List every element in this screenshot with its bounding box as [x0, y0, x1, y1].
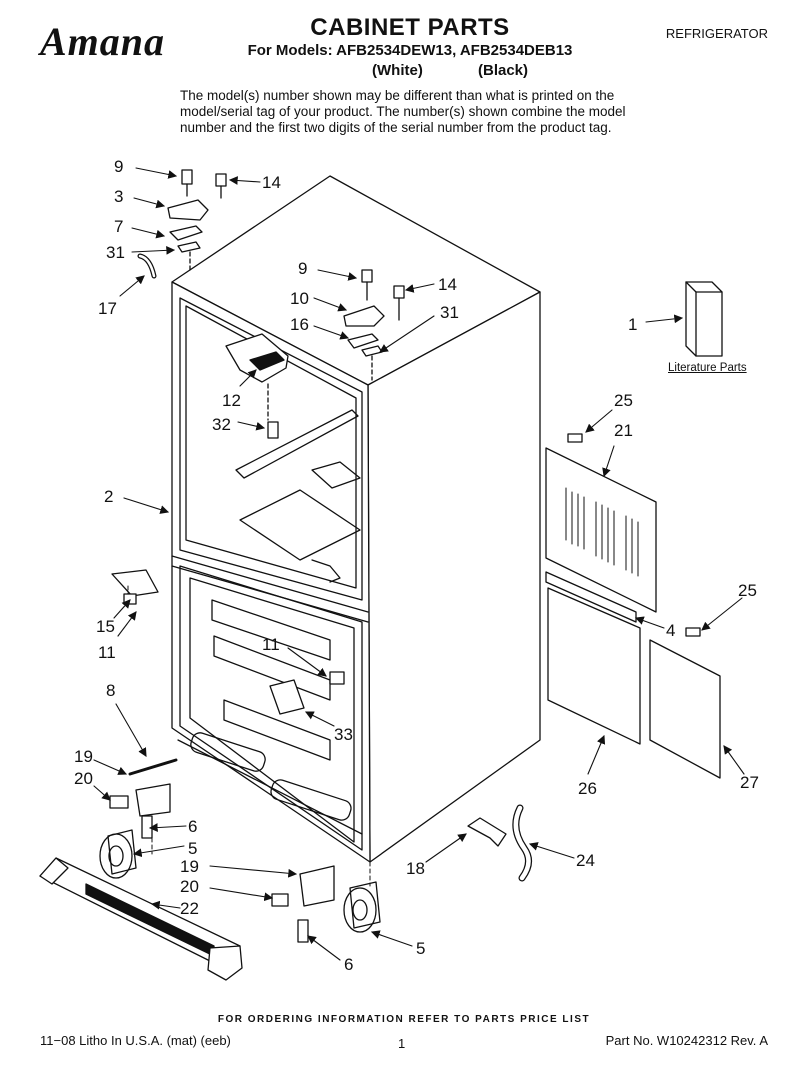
callout-19-right: 19 [180, 857, 199, 876]
callout-14-top-left: 14 [262, 173, 281, 192]
callout-11-center: 11 [262, 635, 280, 654]
callout-24: 24 [576, 851, 595, 870]
callout-5-left: 5 [188, 839, 198, 858]
brand-logo: Amana [40, 19, 166, 64]
back-cover [649, 639, 721, 779]
intro-line-1: The model(s) number shown may be differe… [180, 88, 615, 103]
part-number: Part No. W10242312 Rev. A [605, 1033, 768, 1048]
intro-line-3: number and the first two digits of the s… [180, 120, 612, 135]
callout-9-top-left: 9 [114, 157, 124, 176]
callout-10: 10 [290, 289, 309, 308]
product-category: REFRIGERATOR [665, 26, 768, 41]
callout-20-left: 20 [74, 769, 93, 788]
callout-9-center: 9 [298, 259, 308, 278]
callout-25-lower: 25 [738, 581, 757, 600]
callout-18: 18 [406, 859, 425, 878]
toe-grille [39, 857, 243, 981]
callout-20-right: 20 [180, 877, 199, 896]
intro-line-2: model/serial tag of your product. The nu… [180, 104, 626, 119]
callout-15: 15 [96, 617, 115, 636]
cabinet-body [171, 175, 541, 863]
callout-27: 27 [740, 773, 759, 792]
callout-11-left: 11 [98, 643, 116, 662]
page-number: 1 [398, 1036, 406, 1051]
top-left-hinge [137, 169, 227, 279]
top-center-hinge [343, 269, 405, 381]
callout-12: 12 [222, 391, 241, 410]
callout-3: 3 [114, 187, 124, 206]
callout-22: 22 [180, 899, 199, 918]
right-caster [271, 865, 381, 943]
literature-parts-label: Literature Parts [668, 362, 747, 374]
tube-clamp [467, 817, 507, 847]
page-title: CABINET PARTS [310, 14, 510, 41]
literature-parts [685, 281, 723, 357]
callout-31-top-left: 31 [106, 243, 125, 262]
color-black-label: (Black) [478, 62, 529, 79]
callout-31-center: 31 [440, 303, 459, 322]
callout-7: 7 [114, 217, 124, 236]
callout-5-right: 5 [416, 939, 426, 958]
bracket-assembly [225, 333, 289, 439]
callout-16: 16 [290, 315, 309, 334]
callout-32: 32 [212, 415, 231, 434]
intro-text: The model(s) number shown may be differe… [180, 88, 650, 136]
litho-info: 11−08 Litho In U.S.A. (mat) (eeb) [40, 1033, 231, 1048]
callout-6-left: 6 [188, 817, 198, 836]
callout-17: 17 [98, 299, 117, 318]
callout-6-right: 6 [344, 955, 354, 974]
left-caster [99, 783, 171, 879]
callout-8: 8 [106, 681, 116, 700]
leader-lines [93, 167, 745, 961]
color-white-label: (White) [372, 62, 423, 79]
model-numbers: For Models: AFB2534DEW13, AFB2534DEB13 [247, 42, 573, 59]
callout-33: 33 [334, 725, 353, 744]
left-hinge-bracket [111, 569, 159, 605]
callout-1: 1 [628, 315, 638, 334]
rear-access-panel [545, 433, 657, 613]
callout-2: 2 [104, 487, 114, 506]
lower-panel [547, 587, 641, 745]
callout-25-upper: 25 [614, 391, 633, 410]
callout-19-left: 19 [74, 747, 93, 766]
callout-4: 4 [666, 621, 676, 640]
callout-26: 26 [578, 779, 597, 798]
callout-21: 21 [614, 421, 633, 440]
ordering-note: FOR ORDERING INFORMATION REFER TO PARTS … [217, 1014, 591, 1025]
callout-14-center: 14 [438, 275, 457, 294]
